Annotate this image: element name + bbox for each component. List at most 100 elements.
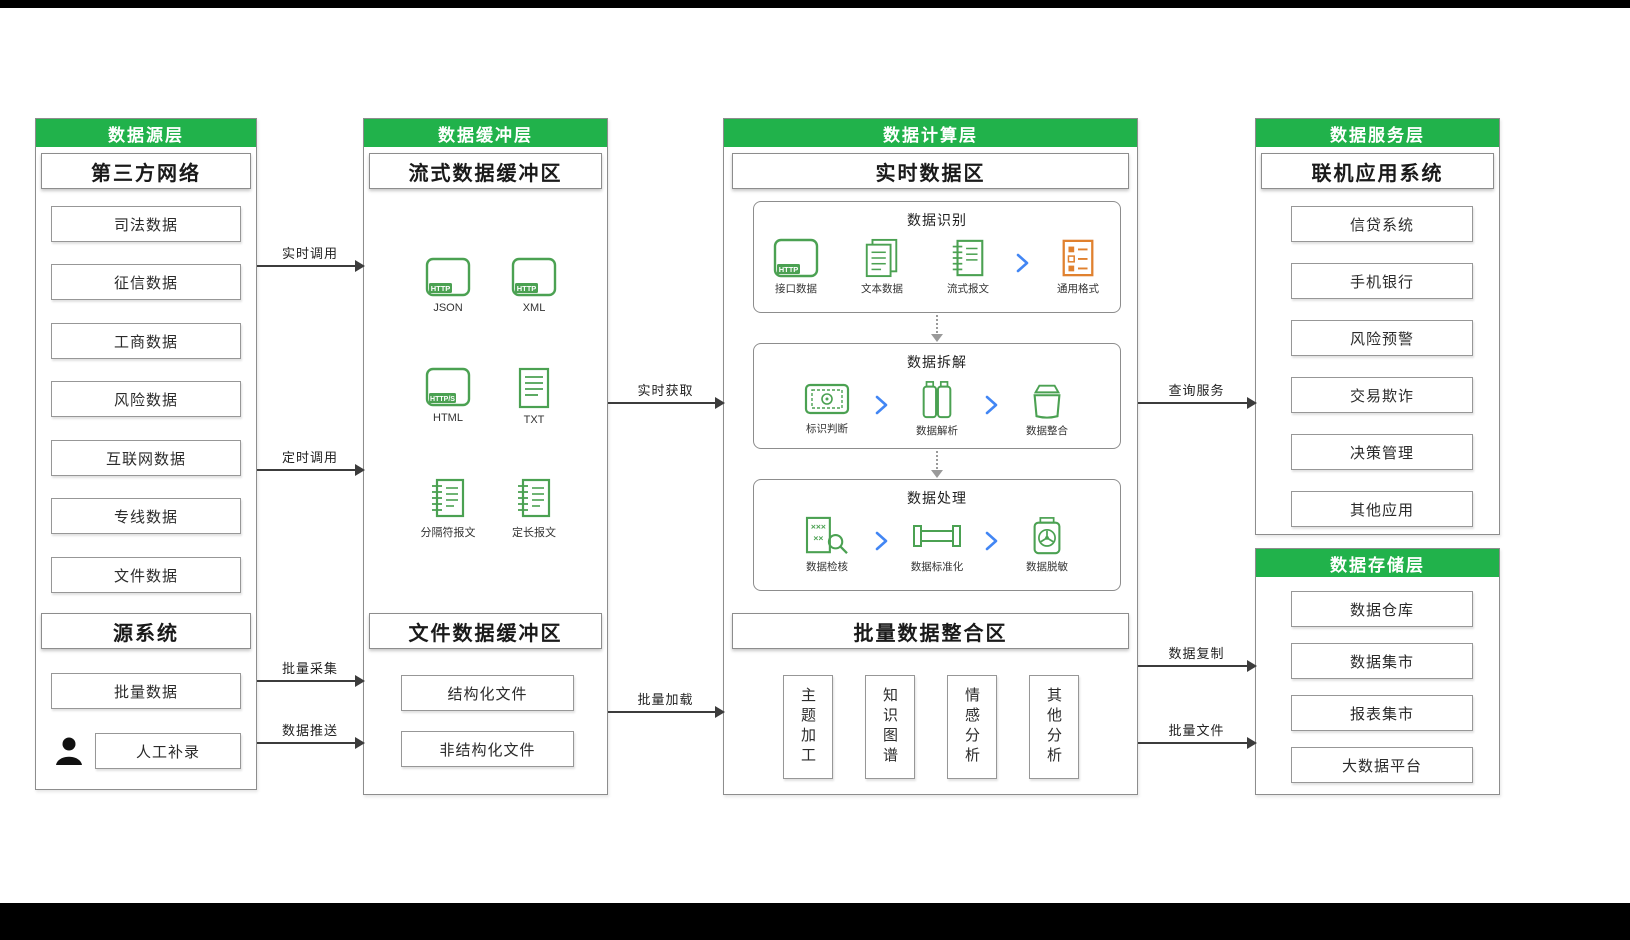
- process-data-merge: 数据整合: [1007, 380, 1087, 438]
- arrow-label: 定时调用: [281, 450, 338, 465]
- node-data-mart: 数据集市: [1291, 643, 1473, 679]
- svg-text:××: ××: [813, 533, 823, 543]
- process-data-standardize: 数据标准化: [897, 516, 977, 574]
- arrow-data-push: 数据推送: [257, 723, 365, 749]
- json-http-file-icon: HTTP: [425, 257, 471, 297]
- buffer-format-txt: TXT: [489, 367, 579, 426]
- buffer-format-label: HTML: [433, 412, 463, 424]
- node-risk-warning: 风险预警: [1291, 320, 1473, 356]
- flow-connector-line: [936, 315, 938, 333]
- stage-row: ××× ×× 数据检核 数据标准化: [754, 516, 1120, 574]
- process-label: 接口数据: [775, 283, 817, 295]
- node-decision-management: 决策管理: [1291, 434, 1473, 470]
- layer-data-service: 数据服务层 联机应用系统 信贷系统 手机银行 风险预警 交易欺诈 决策管理 其他…: [1255, 118, 1500, 535]
- arrow-realtime-call: 实时调用: [257, 246, 365, 272]
- layer-header-data-storage: 数据存储层: [1256, 549, 1499, 577]
- node-unstructured-file: 非结构化文件: [401, 731, 574, 767]
- notebook-message-icon: [952, 239, 984, 277]
- layer-data-storage: 数据存储层 数据仓库 数据集市 报表集市 大数据平台: [1255, 548, 1500, 795]
- node-manual-entry: 人工补录: [95, 733, 241, 769]
- arrow-label: 数据复制: [1168, 646, 1225, 661]
- chevron-right-icon: [985, 395, 998, 415]
- arrow-line: [257, 737, 365, 749]
- node-credit-system: 信贷系统: [1291, 206, 1473, 242]
- arrow-line: [257, 675, 365, 687]
- process-data-masking: 数据脱敏: [1007, 516, 1087, 574]
- flow-connector-arrowhead: [931, 470, 943, 478]
- arrowhead-icon: [355, 464, 365, 476]
- layer-header-data-buffer: 数据缓冲层: [364, 119, 607, 147]
- arrowhead-icon: [355, 260, 365, 272]
- process-label: 数据脱敏: [1026, 561, 1068, 573]
- section-title-file-buffer: 文件数据缓冲区: [369, 613, 602, 649]
- layer-header-data-source: 数据源层: [36, 119, 256, 147]
- arrow-label: 批量加载: [637, 692, 694, 707]
- node-data-warehouse: 数据仓库: [1291, 591, 1473, 627]
- stage-data-processing: 数据处理 ××× ×× 数据检核: [753, 479, 1121, 591]
- process-label: 文本数据: [861, 283, 903, 295]
- letterbox-top: [0, 0, 1630, 8]
- process-data-check: ××× ×× 数据检核: [787, 516, 867, 574]
- buffer-format-json: HTTP JSON: [403, 257, 493, 314]
- arrow-realtime-fetch: 实时获取: [608, 383, 725, 409]
- masking-jar-icon: [1033, 517, 1061, 555]
- layer-header-data-service: 数据服务层: [1256, 119, 1499, 147]
- svg-text:HTTP/S: HTTP/S: [430, 396, 455, 403]
- arrow-line: [608, 397, 725, 409]
- process-label: 数据检核: [806, 561, 848, 573]
- arrowhead-icon: [355, 737, 365, 749]
- section-title-realtime-zone: 实时数据区: [732, 153, 1129, 189]
- node-transaction-fraud: 交易欺诈: [1291, 377, 1473, 413]
- process-label: 数据解析: [916, 425, 958, 437]
- arrowhead-icon: [1247, 397, 1257, 409]
- arrow-label: 实时调用: [281, 246, 338, 261]
- notebook-message-icon: [518, 478, 551, 518]
- buffer-format-xml: HTTP XML: [489, 257, 579, 314]
- arrow-line: [1138, 737, 1257, 749]
- svg-text:HTTP: HTTP: [779, 265, 799, 274]
- flow-connector-line: [936, 451, 938, 469]
- notebook-message-icon: [432, 478, 465, 518]
- process-stream-message: 流式报文: [928, 238, 1008, 296]
- arrow-line: [1138, 660, 1257, 672]
- checklist-icon: [1062, 239, 1094, 277]
- pipe-connector-icon: [913, 525, 961, 547]
- process-label: 数据标准化: [910, 561, 964, 573]
- node-credit-data: 征信数据: [51, 264, 241, 300]
- node-batch-data: 批量数据: [51, 673, 241, 709]
- buffer-format-label: 分隔符报文: [420, 527, 476, 539]
- stacked-documents-icon: [865, 238, 898, 278]
- svg-text:HTTP: HTTP: [517, 284, 537, 293]
- chevron-right-icon: [1016, 253, 1029, 273]
- arrow-timed-call: 定时调用: [257, 450, 365, 476]
- vbox-label: 主题加工: [799, 687, 816, 767]
- chevron-right-icon: [875, 395, 888, 415]
- arrow-line: [257, 260, 365, 272]
- arrow-batch-collect: 批量采集: [257, 661, 365, 687]
- buffer-format-label: XML: [522, 302, 546, 314]
- flow-connector-arrowhead: [931, 334, 943, 342]
- process-generic-format: 通用格式: [1038, 238, 1118, 296]
- stage-title: 数据拆解: [907, 354, 967, 370]
- arrow-query-service: 查询服务: [1138, 383, 1257, 409]
- process-data-parse: 数据解析: [897, 380, 977, 438]
- arrow-label: 批量采集: [281, 661, 338, 676]
- stage-data-decomposition: 数据拆解 标识判断: [753, 343, 1121, 449]
- node-other-apps: 其他应用: [1291, 491, 1473, 527]
- section-title-third-party-network: 第三方网络: [41, 153, 251, 189]
- node-sentiment-analysis: 情感分析: [946, 675, 997, 779]
- layer-data-source: 数据源层 第三方网络 司法数据 征信数据 工商数据 风险数据 互联网数据 专线数…: [35, 118, 257, 790]
- buffer-format-label: 定长报文: [512, 527, 556, 539]
- vbox-label: 情感分析: [963, 687, 980, 767]
- layer-header-data-compute: 数据计算层: [724, 119, 1137, 147]
- xml-http-file-icon: HTTP: [511, 257, 557, 297]
- process-label: 标识判断: [806, 423, 848, 435]
- arrowhead-icon: [1247, 660, 1257, 672]
- process-label: 数据整合: [1026, 425, 1068, 437]
- node-structured-file: 结构化文件: [401, 675, 574, 711]
- node-internet-data: 互联网数据: [51, 440, 241, 476]
- section-title-batch-zone: 批量数据整合区: [732, 613, 1129, 649]
- vbox-label: 其他分析: [1045, 687, 1062, 767]
- section-title-source-system: 源系统: [41, 613, 251, 649]
